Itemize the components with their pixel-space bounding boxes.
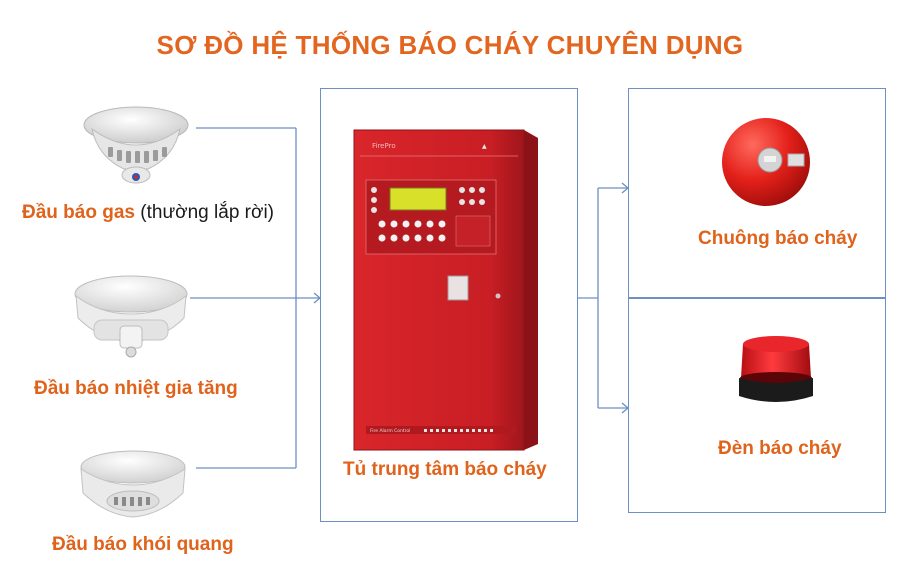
control-panel-label: Tủ trung tâm báo cháy [343, 459, 547, 480]
panel-footer-text: Fire Alarm Control [370, 428, 410, 434]
light-box [628, 298, 886, 513]
panel-brand-text: FirePro [372, 142, 396, 150]
gas-detector-icon [83, 106, 189, 184]
control-panel-icon: FirePro ▲ Fire Alarm Control [353, 129, 538, 451]
strobe-light-label: Đèn báo cháy [718, 438, 842, 459]
diagram-title: SƠ ĐỒ HỆ THỐNG BÁO CHÁY CHUYÊN DỤNG [156, 30, 744, 60]
smoke-detector-icon [80, 450, 186, 518]
gas-detector-note: (thường lắp rời) [140, 202, 274, 223]
heat-detector-label: Đầu báo nhiệt gia tăng [34, 378, 238, 399]
strobe-light-icon [739, 336, 813, 402]
svg-text:▲: ▲ [482, 143, 487, 150]
heat-detector-icon [74, 275, 188, 358]
smoke-detector-label: Đầu báo khói quang [52, 534, 234, 555]
gas-detector-name: Đầu báo gas [22, 202, 135, 223]
fire-bell-icon [722, 118, 810, 206]
fire-bell-label: Chuông báo cháy [698, 228, 858, 249]
gas-detector-label: Đầu báo gas (thường lắp rời) [22, 202, 274, 224]
